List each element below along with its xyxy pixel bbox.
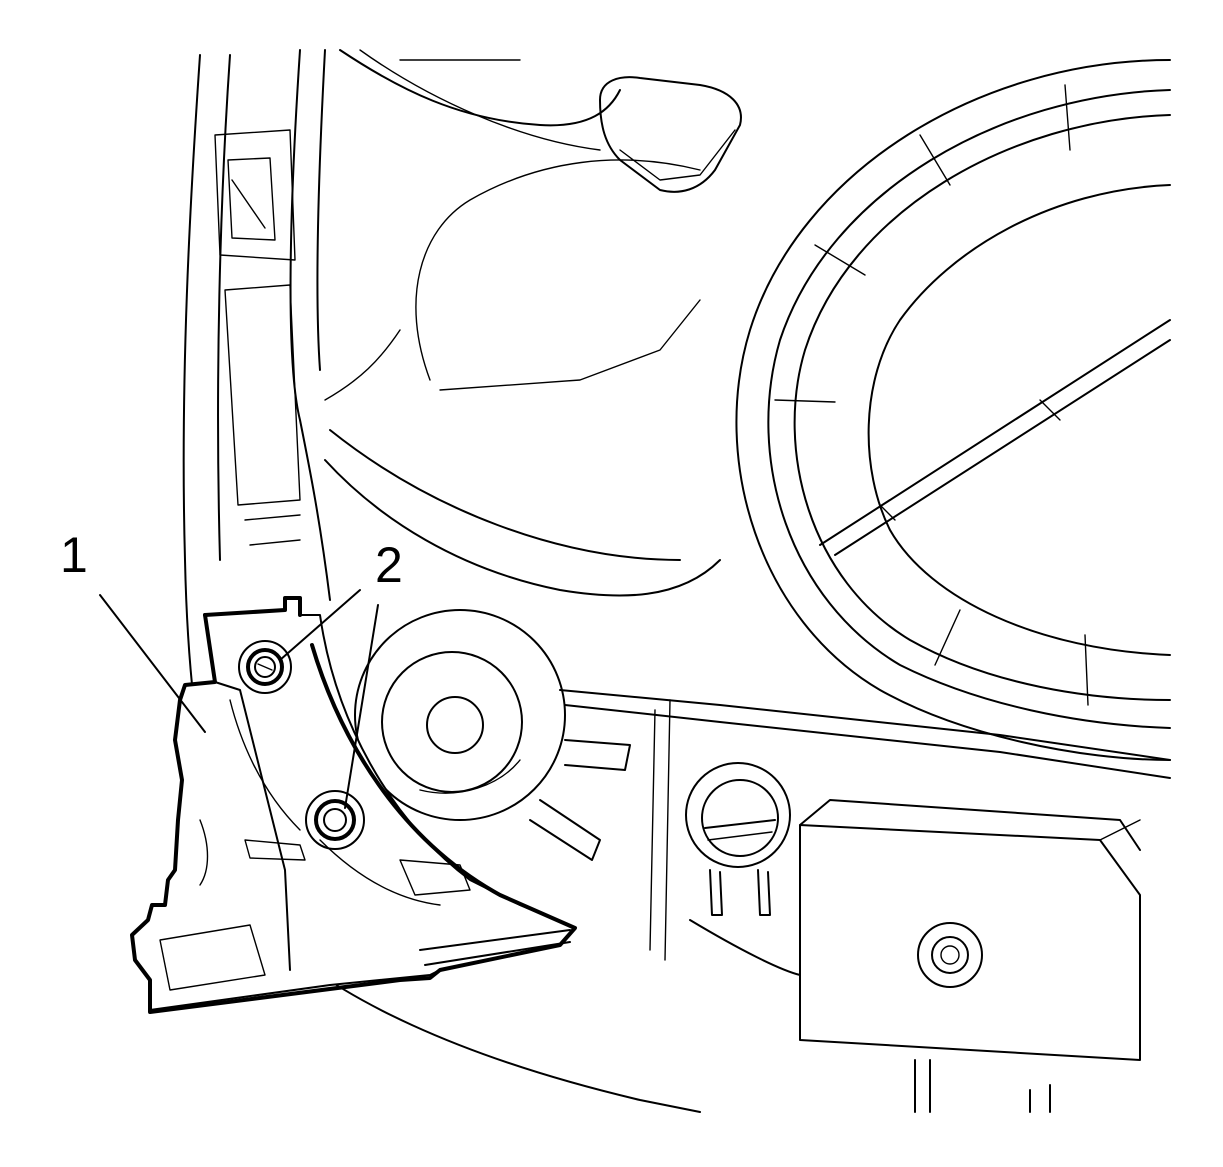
leader-line-2a xyxy=(279,589,361,661)
speaker-opening xyxy=(735,59,1171,761)
leader-line-1 xyxy=(99,594,206,733)
fastener-lower xyxy=(305,790,365,850)
callout-label-2: 2 xyxy=(375,537,403,593)
door-inner-panel xyxy=(324,49,721,597)
leader-line-2b xyxy=(344,604,379,809)
callout-leaders xyxy=(99,589,379,809)
grommet xyxy=(685,762,791,916)
window-regulator-module xyxy=(689,799,1141,1113)
lower-rail xyxy=(559,689,1171,961)
trim-panel-bracket xyxy=(130,596,577,1014)
upper-boss xyxy=(599,76,742,193)
fastener-upper xyxy=(238,640,292,694)
callout-label-1: 1 xyxy=(60,527,88,583)
circular-boss xyxy=(354,609,631,861)
fasteners xyxy=(238,640,365,850)
